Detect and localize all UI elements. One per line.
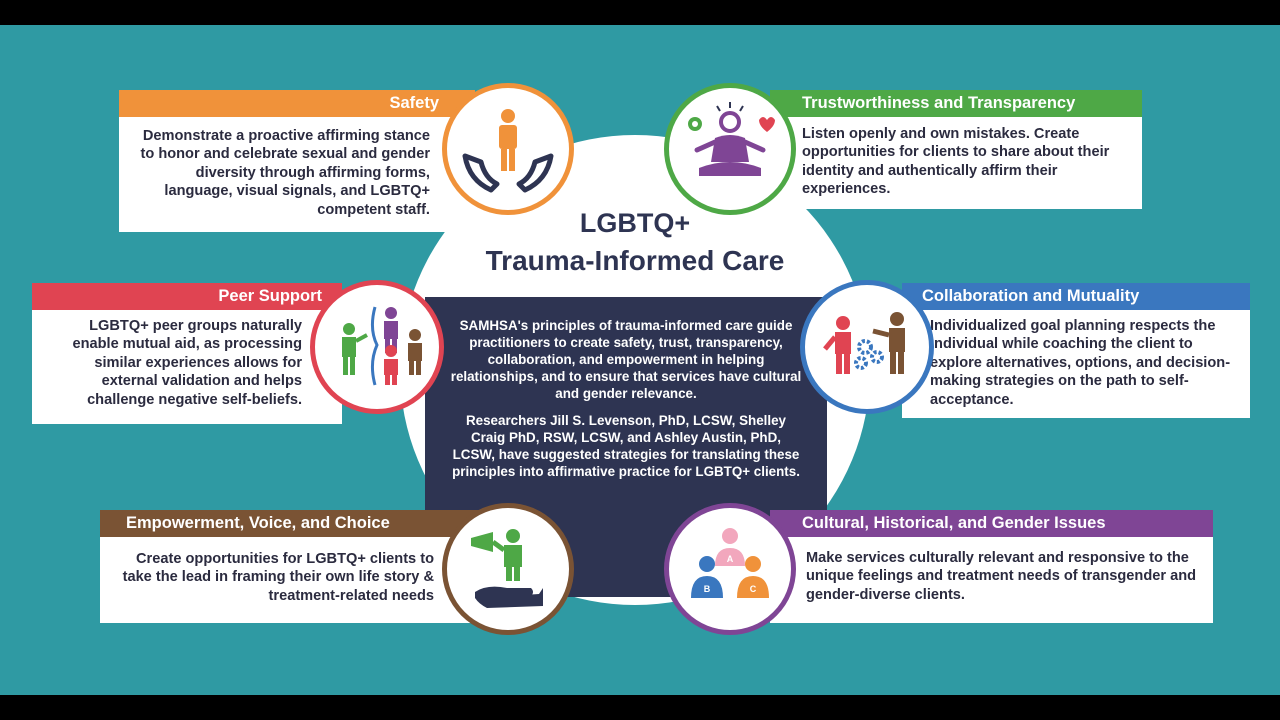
cultural-heading: Cultural, Historical, and Gender Issues <box>770 510 1213 537</box>
badge-c: C <box>750 584 757 594</box>
cultural-text: Make services culturally relevant and re… <box>806 550 1197 603</box>
safety-text: Demonstrate a proactive affirming stance… <box>140 128 430 218</box>
empower-icon-ring <box>442 503 574 635</box>
collab-heading: Collaboration and Mutuality <box>902 283 1250 310</box>
collab-icon-ring <box>800 280 934 414</box>
center-paragraph-1: SAMHSA's principles of trauma-informed c… <box>450 318 802 401</box>
peer-group-icon <box>342 306 422 386</box>
title-line-1: LGBTQ+ <box>579 208 691 238</box>
safety-heading: Safety <box>119 90 475 117</box>
meditating-person-icon <box>688 102 775 176</box>
safety-icon-ring <box>442 83 574 215</box>
peer-icon-ring <box>310 280 444 414</box>
megaphone-person-hand-icon <box>471 529 543 608</box>
two-people-gears-icon <box>823 312 905 374</box>
three-people-abc-icon: A B C <box>691 528 769 598</box>
badge-a: A <box>727 554 734 564</box>
trust-icon-ring <box>664 83 796 215</box>
hands-holding-person-icon <box>462 109 554 193</box>
title-line-2: Trauma-Informed Care <box>485 245 785 276</box>
infographic-canvas: LGBTQ+ Trauma-Informed Care SAMHSA's pri… <box>0 25 1280 695</box>
cultural-icon-ring: A B C <box>664 503 796 635</box>
peer-heading: Peer Support <box>32 283 342 310</box>
peer-text: LGBTQ+ peer groups naturally enable mutu… <box>72 318 302 408</box>
badge-b: B <box>704 584 711 594</box>
trust-text: Listen openly and own mistakes. Create o… <box>802 126 1110 198</box>
collab-text: Individualized goal planning respects th… <box>930 318 1231 408</box>
center-paragraph-2: Researchers Jill S. Levenson, PhD, LCSW,… <box>452 413 800 479</box>
empower-text: Create opportunities for LGBTQ+ clients … <box>122 551 434 604</box>
empower-heading: Empowerment, Voice, and Choice <box>100 510 480 537</box>
trust-heading: Trustworthiness and Transparency <box>770 90 1142 117</box>
